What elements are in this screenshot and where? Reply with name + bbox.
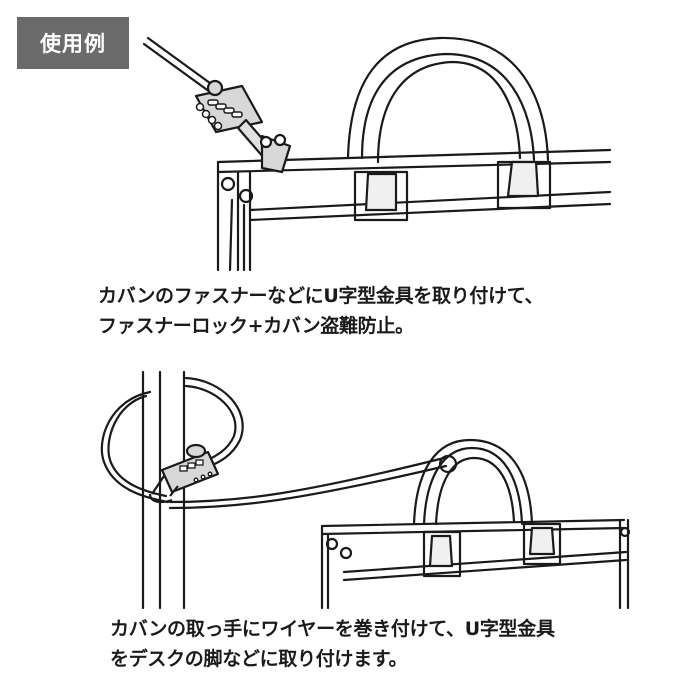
example-1-caption: カバンのファスナーなどにU字型金具を取り付けて、 ファスナーロック+カバン盗難防…: [98, 281, 544, 341]
caption-line: ファスナーロック+カバン盗難防止。: [98, 315, 414, 337]
usage-example-badge: 使用例: [17, 17, 129, 69]
badge-label: 使用例: [40, 32, 106, 56]
example-2-caption: カバンの取っ手にワイヤーを巻き付けて、U字型金具 をデスクの脚などに取り付けます…: [110, 614, 555, 674]
caption-line: カバンの取っ手にワイヤーを巻き付けて、U字型金具: [110, 618, 555, 640]
caption-line: をデスクの脚などに取り付けます。: [110, 648, 408, 670]
caption-line: カバンのファスナーなどにU字型金具を取り付けて、: [98, 285, 544, 307]
